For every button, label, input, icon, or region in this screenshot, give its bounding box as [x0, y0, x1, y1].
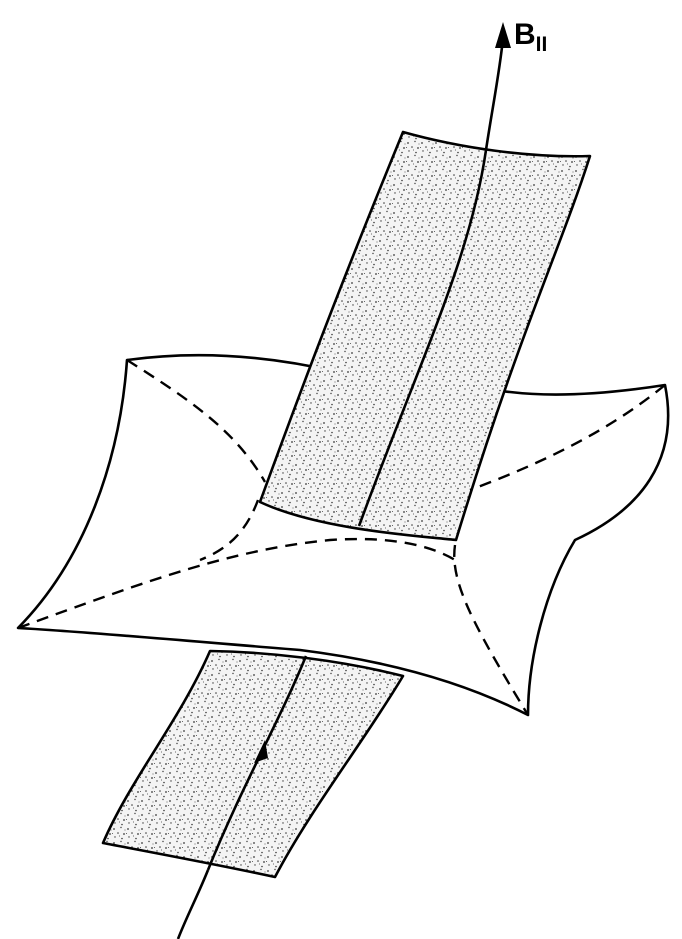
field-label-main: B	[514, 18, 536, 51]
lower-flux-tube	[103, 651, 403, 877]
field-label: BII	[514, 18, 547, 56]
incoming-field-line	[178, 870, 208, 939]
field-axis-line	[486, 38, 503, 150]
field-label-subscript: II	[536, 33, 548, 56]
arrowhead-up-icon	[495, 22, 511, 48]
